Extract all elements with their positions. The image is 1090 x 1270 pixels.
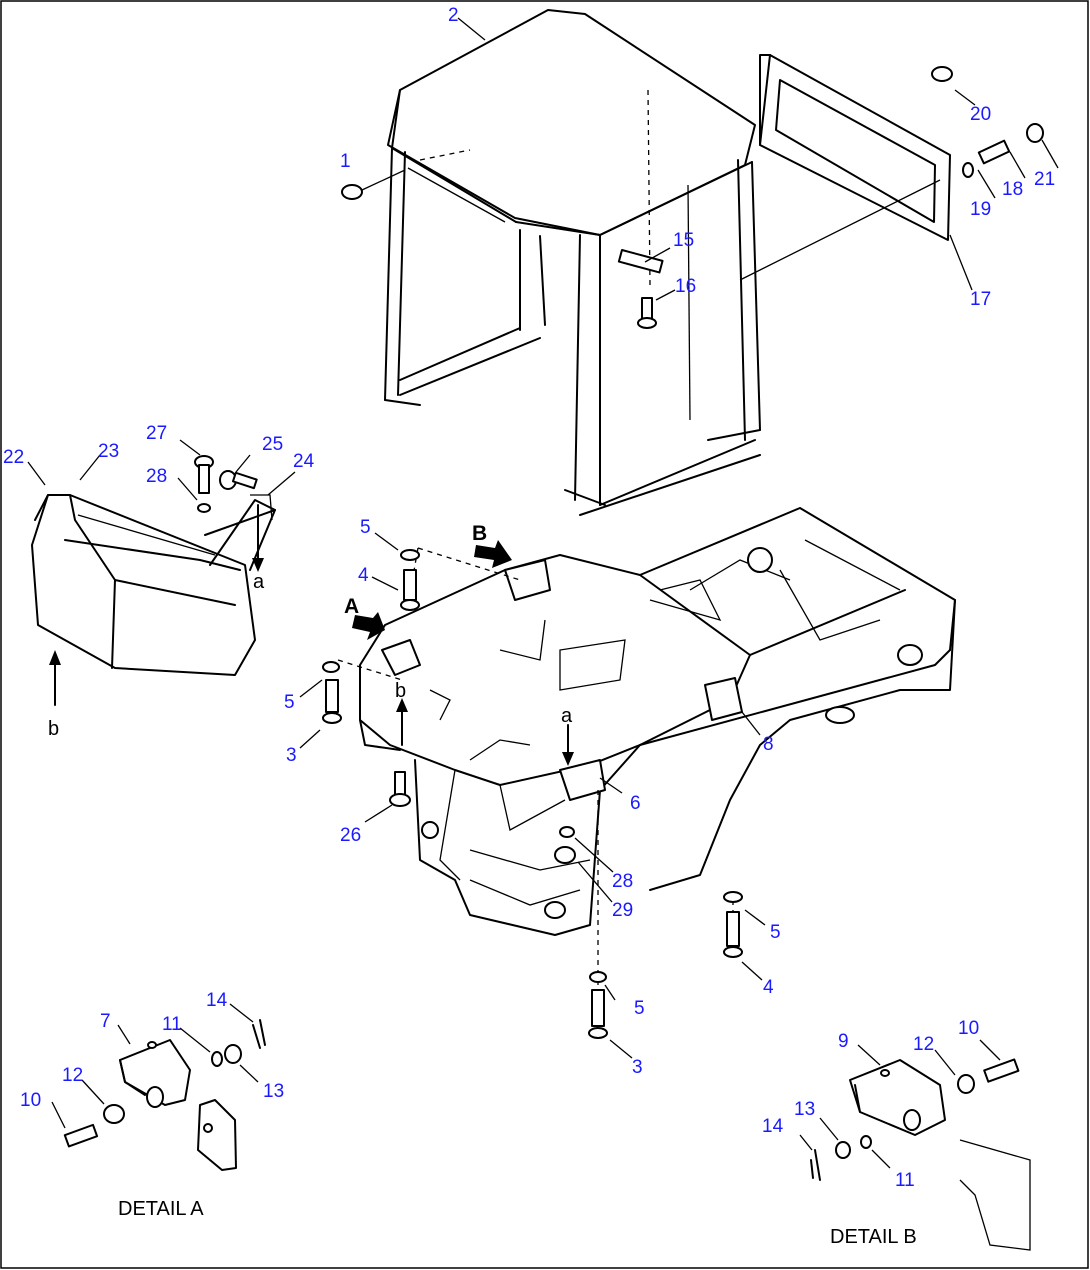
callout-15: 15 <box>673 230 694 251</box>
callout-14: 14 <box>762 1116 784 1137</box>
callout-4: 4 <box>763 977 774 998</box>
bolt-16-drawing <box>637 297 657 329</box>
plate-17-drawing <box>739 54 951 281</box>
view-marker-a: A <box>344 595 359 618</box>
callout-14: 14 <box>206 990 228 1011</box>
callout-6: 6 <box>630 793 641 814</box>
callout-18: 18 <box>1002 179 1023 200</box>
callout-11: 11 <box>895 1170 915 1191</box>
callout-5: 5 <box>634 998 645 1019</box>
callout-17: 17 <box>970 289 991 310</box>
callout-11: 11 <box>162 1014 182 1035</box>
hardware-25-27-28-drawing <box>194 455 258 513</box>
reference-letter-b: b <box>48 718 59 740</box>
cover-22-drawing <box>31 494 276 676</box>
callout-19: 19 <box>970 199 991 220</box>
callout-5: 5 <box>770 922 781 943</box>
callout-3: 3 <box>286 745 297 766</box>
callout-22: 22 <box>3 447 24 468</box>
callout-5: 5 <box>284 692 295 713</box>
reference-letter-a: a <box>253 571 265 593</box>
callout-29: 29 <box>612 900 633 921</box>
callout-10: 10 <box>20 1090 41 1111</box>
cap-20-drawing <box>931 66 953 82</box>
callout-10: 10 <box>958 1018 979 1039</box>
callout-7: 7 <box>100 1011 111 1032</box>
hardware-18-19-21-drawing <box>962 123 1044 178</box>
view-marker-b: B <box>472 522 487 545</box>
callout-3: 3 <box>632 1057 643 1078</box>
cap-1-drawing <box>341 169 406 200</box>
callout-27: 27 <box>146 423 167 444</box>
callout-24: 24 <box>293 451 315 472</box>
callout-28: 28 <box>612 871 633 892</box>
callout-8: 8 <box>763 734 774 755</box>
callout-23: 23 <box>98 441 119 462</box>
leader-lines <box>27 17 1059 1059</box>
callout-20: 20 <box>970 104 991 125</box>
callout-2: 2 <box>448 5 459 26</box>
canopy-frame-drawing <box>384 9 761 516</box>
callout-28: 28 <box>146 466 167 487</box>
callout-26: 26 <box>340 825 361 846</box>
callout-9: 9 <box>838 1031 849 1052</box>
callout-5: 5 <box>360 517 371 538</box>
detail-a-drawing <box>51 1003 266 1171</box>
detail-a-caption: DETAIL A <box>118 1198 204 1220</box>
callout-4: 4 <box>358 565 369 586</box>
callout-13: 13 <box>794 1099 815 1120</box>
detail-b-drawing <box>799 1039 1031 1251</box>
arrows <box>49 504 574 766</box>
detail-b-caption: DETAIL B <box>830 1226 917 1248</box>
reference-letter-a: a <box>561 705 573 727</box>
main-frame-drawing <box>359 507 956 936</box>
callout-13: 13 <box>263 1081 284 1102</box>
callout-16: 16 <box>675 276 696 297</box>
bolts-3-4-5-drawing <box>322 549 743 1039</box>
callout-12: 12 <box>913 1034 934 1055</box>
callout-25: 25 <box>262 434 283 455</box>
callout-12: 12 <box>62 1065 83 1086</box>
callout-1: 1 <box>340 151 351 172</box>
reference-letter-b: b <box>395 680 406 702</box>
callout-21: 21 <box>1034 169 1055 190</box>
